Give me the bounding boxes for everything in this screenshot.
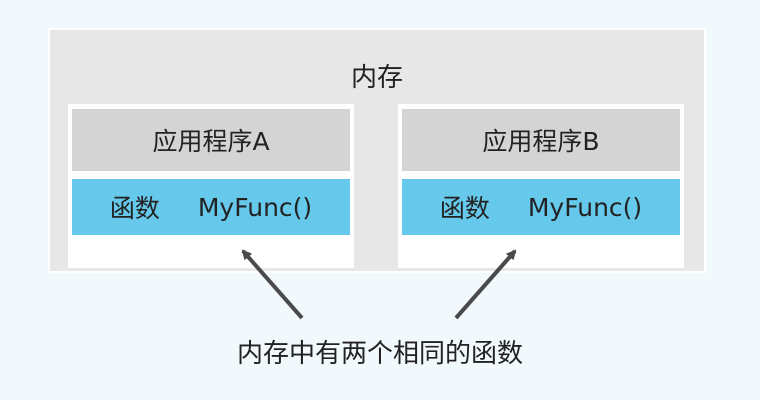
application-b-function-kind: 函数 (439, 194, 490, 223)
application-a-function: 函数 MyFunc() (72, 179, 350, 235)
application-a-function-kind: 函数 (109, 194, 160, 223)
application-b-box: 应用程序B 函数 MyFunc() (398, 104, 684, 268)
application-b-header: 应用程序B (402, 109, 680, 171)
arrow-to-application-a (241, 249, 304, 320)
application-a-header: 应用程序A (72, 109, 350, 171)
application-a-box: 应用程序A 函数 MyFunc() (68, 104, 354, 268)
application-b-function: 函数 MyFunc() (402, 179, 680, 235)
memory-title: 内存 (350, 63, 403, 93)
application-a-name: 应用程序A (152, 127, 270, 156)
caption: 内存中有两个相同的函数 (236, 339, 523, 369)
application-b-function-name: MyFunc() (527, 192, 643, 222)
application-b-name: 应用程序B (482, 127, 600, 156)
application-a-function-name: MyFunc() (197, 192, 313, 222)
memory-box: 内存 应用程序A 函数 MyFunc() 应用程序B 函数 MyFunc() (48, 28, 706, 273)
arrow-to-application-b (454, 249, 517, 320)
